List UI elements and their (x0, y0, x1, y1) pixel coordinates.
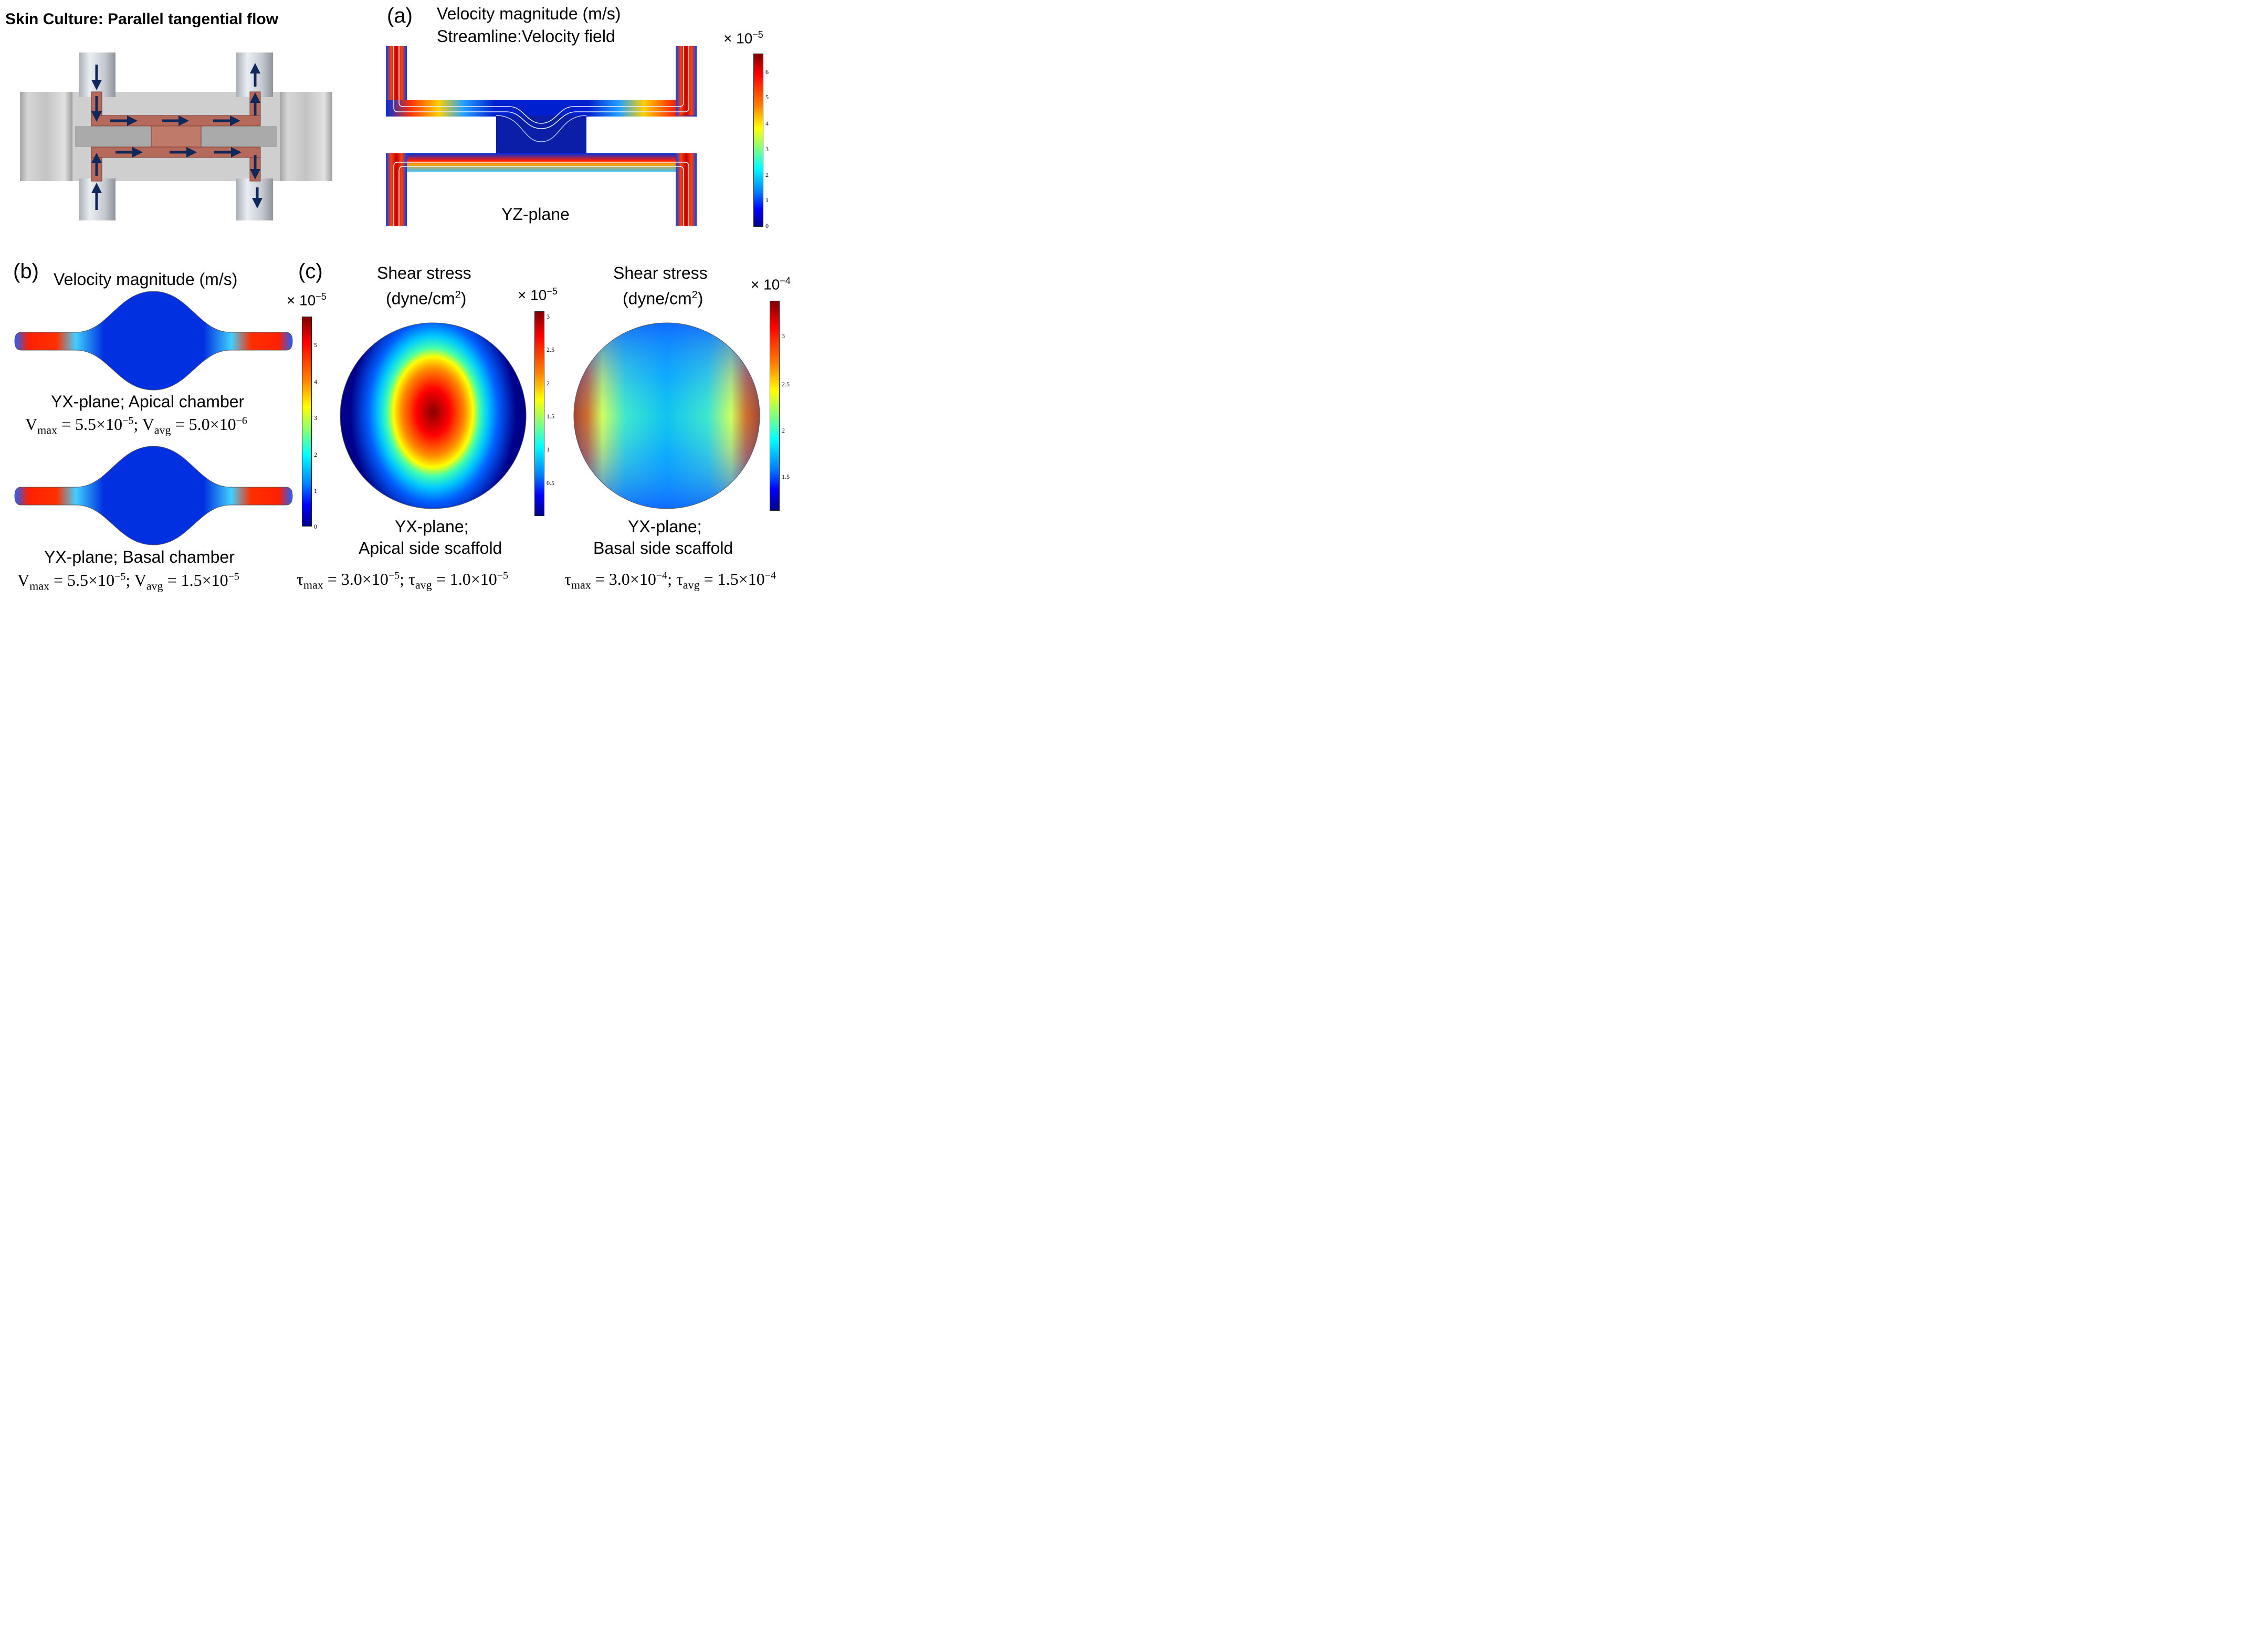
outlet-pipe-bottom-right (236, 178, 273, 220)
device-schematic (20, 52, 332, 220)
panel-c-basal-heading-line1: Shear stress (613, 264, 708, 282)
basal-scaffold-shear-stats: τmax = 3.0×10−4; τavg = 1.5×10−4 (564, 570, 776, 592)
panel-c-apical-heading-line2: (dyne/cm2) (386, 289, 467, 308)
colorbar-tick: 3 (547, 313, 550, 320)
colorbar-tick: 1 (765, 196, 769, 204)
panel-c-apical-heading-line1: Shear stress (377, 264, 471, 282)
panel-b-colorbar-multiplier: × 10−5 (287, 291, 327, 309)
colorbar-tick: 2.5 (547, 346, 554, 353)
colorbar-tick: 5 (314, 341, 317, 349)
colorbar-tick: 3 (314, 414, 317, 422)
panel-a-heading-line1: Velocity magnitude (m/s) (437, 4, 621, 23)
colorbar-tick: 2 (314, 451, 317, 458)
flow-arrows (91, 63, 263, 210)
apical-scaffold-shear-plot (340, 322, 527, 509)
yz-plane-velocity-plot (386, 46, 697, 226)
colorbar-tick: 3 (765, 145, 769, 153)
apical-chamber-velocity-plot (14, 291, 293, 391)
colorbar-tick: 4 (314, 378, 317, 385)
colorbar-tick: 0 (765, 222, 769, 229)
basal-chamber-velocity-plot (14, 446, 293, 545)
colorbar-tick: 2 (765, 171, 769, 178)
colorbar-tick: 0 (314, 523, 317, 530)
panel-a-colorbar-multiplier: × 10−5 (723, 29, 763, 47)
panel-b-heading: Velocity magnitude (m/s) (54, 270, 238, 289)
colorbar-tick: 1.5 (547, 413, 554, 420)
colorbar-tick: 1 (547, 446, 550, 453)
basal-scaffold-caption-line2: Basal side scaffold (593, 539, 733, 557)
colorbar-tick: 4 (765, 120, 769, 127)
panel-a-heading-line2: Streamline:Velocity field (437, 27, 615, 46)
colorbar-tick: 2.5 (782, 381, 790, 388)
colorbar-tick: 3 (782, 332, 785, 340)
panel-c-basal-colorbar-multiplier: × 10−4 (751, 276, 791, 293)
figure-title: Skin Culture: Parallel tangential flow (5, 10, 279, 28)
panel-c-basal-heading-line2: (dyne/cm2) (623, 289, 704, 308)
panel-a-plane-label: YZ-plane (501, 205, 570, 224)
apical-chamber-velocity-stats: Vmax = 5.5×10−5; Vavg = 5.0×10−6 (25, 415, 247, 437)
panel-c-label: (c) (298, 260, 323, 283)
basal-scaffold-shear-plot (573, 322, 760, 509)
colorbar-tick: 2 (547, 380, 550, 387)
panel-b-label: (b) (13, 260, 39, 283)
apical-chamber-caption: YX-plane; Apical chamber (51, 392, 245, 411)
basal-chamber-velocity-stats: Vmax = 5.5×10−5; Vavg = 1.5×10−5 (17, 571, 239, 593)
panel-c-apical-colorbar-multiplier: × 10−5 (518, 286, 558, 303)
apical-scaffold-caption-line2: Apical side scaffold (359, 539, 502, 557)
colorbar-tick: 2 (782, 427, 785, 434)
apical-scaffold-shear-stats: τmax = 3.0×10−5; τavg = 1.0×10−5 (297, 570, 509, 592)
colorbar-tick: 1.5 (782, 473, 790, 480)
basal-chamber-caption: YX-plane; Basal chamber (44, 548, 235, 566)
colorbar-tick: 1 (314, 487, 317, 494)
basal-scaffold-caption-line1: YX-plane; (628, 517, 702, 536)
colorbar-tick: 5 (765, 93, 769, 101)
panel-a-label: (a) (387, 4, 413, 27)
apical-scaffold-caption-line1: YX-plane; (395, 517, 469, 536)
colorbar-tick: 6 (765, 68, 769, 76)
colorbar-tick: 0.5 (547, 479, 554, 487)
